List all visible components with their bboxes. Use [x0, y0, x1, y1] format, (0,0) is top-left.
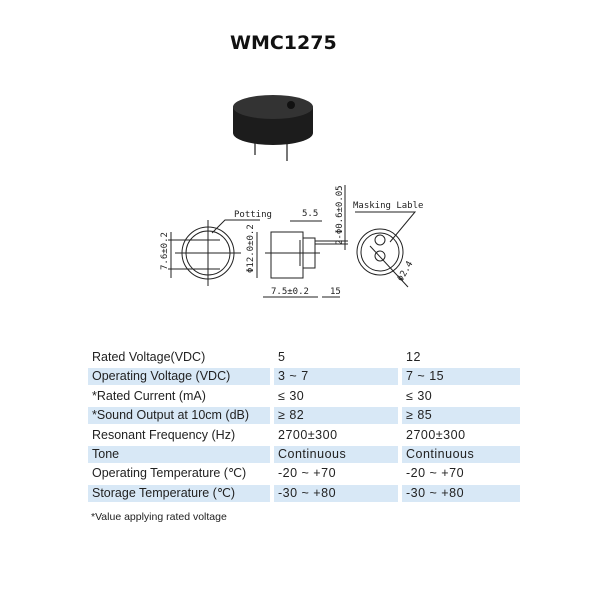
row-label: *Rated Current (mA): [92, 388, 206, 403]
dim-pin: 2-Φ0.6±0.05: [335, 185, 345, 245]
value-12v: 7 ~ 15: [402, 368, 520, 386]
dim-15: 15: [330, 287, 341, 297]
row-label: Resonant Frequency (Hz): [92, 427, 236, 442]
label-masking: Masking Lable: [353, 201, 423, 211]
value-5v: 3 ~ 7: [274, 368, 398, 386]
footnote: *Value applying rated voltage: [91, 511, 227, 523]
value-5v: ≤ 30: [278, 388, 305, 403]
dim-24: Φ2.4: [396, 260, 416, 284]
value-12v: -30 ~ +80: [402, 484, 520, 502]
value-12v: -20 ~ +70: [406, 466, 465, 481]
dim-diameter: Φ12.0±0.2: [246, 224, 256, 273]
value-5v: Continuous: [274, 445, 398, 463]
row-label: *Sound Output at 10cm (dB): [88, 407, 270, 425]
dim-55: 5.5: [302, 209, 318, 219]
row-label: Tone: [88, 445, 270, 463]
value-5v: -20 ~ +70: [278, 466, 337, 481]
value-12v: 2700±300: [406, 427, 466, 442]
value-12v: ≤ 30: [406, 388, 433, 403]
dim-75: 7.5±0.2: [271, 287, 309, 297]
row-label: Rated Voltage(VDC): [92, 350, 206, 364]
dim-height: 7.6±0.2: [160, 232, 170, 270]
label-potting: Potting: [234, 210, 272, 220]
row-label: Storage Temperature (℃): [88, 484, 270, 502]
value-12v: Continuous: [402, 445, 520, 463]
dimension-drawing: Potting 7.6±0.2 Φ12.0±0.2 5.5 2-Φ0.6±0.0…: [160, 185, 423, 298]
value-5v: -30 ~ +80: [274, 484, 398, 502]
value-12v: ≥ 85: [402, 407, 520, 425]
row-label: Operating Voltage (VDC): [88, 368, 270, 386]
value-5v: 5: [278, 350, 286, 364]
product-title: WMC1275: [230, 32, 337, 54]
buzzer-photo: [233, 95, 313, 161]
row-label: Operating Temperature (℃): [92, 466, 247, 481]
value-12v: 12: [406, 350, 421, 364]
value-5v: 2700±300: [278, 427, 338, 442]
value-5v: ≥ 82: [274, 407, 398, 425]
